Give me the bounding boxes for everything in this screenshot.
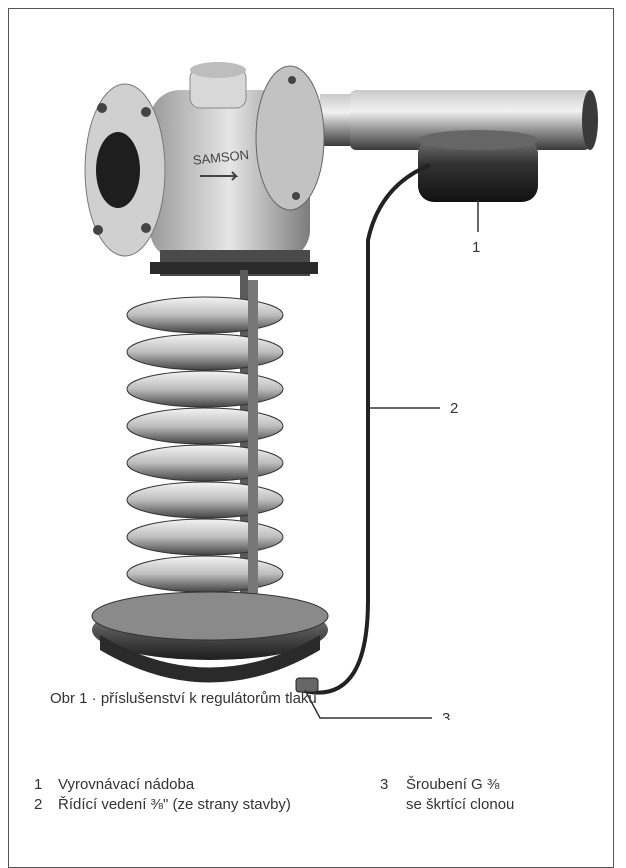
valve-body: SAMSON — [84, 62, 325, 276]
figure-caption: Obr 1 · příslušenství k regulátorům tlak… — [50, 690, 317, 707]
legend-text: Šroubení G ⅜ — [406, 776, 500, 793]
legend-text: se škrtící clonou — [406, 796, 515, 813]
callout-3-line — [304, 689, 432, 719]
diaphragm-housing — [91, 591, 329, 683]
regulator-illustration: SAMSON — [84, 62, 598, 720]
legend-text: Řídící vedení ⅜" (ze strany stavby) — [58, 796, 291, 813]
callout-3: 3 — [442, 710, 450, 720]
legend: 1 Vyrovnávací nádoba 3 Šroubení G ⅜ 2 Ří… — [34, 776, 594, 816]
pipe — [320, 90, 598, 150]
spring — [126, 296, 284, 593]
brand-text: SAMSON — [192, 147, 250, 168]
callouts: 1 2 3 — [304, 200, 480, 720]
screw-fitting — [295, 677, 319, 693]
spring-actuator — [91, 270, 329, 693]
control-line — [299, 163, 431, 695]
legend-text: Vyrovnávací nádoba — [58, 776, 195, 793]
callout-2: 2 — [450, 400, 458, 417]
legend-number: 3 — [380, 776, 389, 793]
callout-1: 1 — [472, 239, 480, 256]
legend-number: 1 — [34, 776, 43, 793]
legend-number: 2 — [34, 796, 43, 813]
legend-row: 1 Vyrovnávací nádoba 3 Šroubení G ⅜ — [34, 776, 594, 796]
compensation-chamber — [418, 130, 538, 202]
legend-row: 2 Řídící vedení ⅜" (ze strany stavby) se… — [34, 796, 594, 816]
